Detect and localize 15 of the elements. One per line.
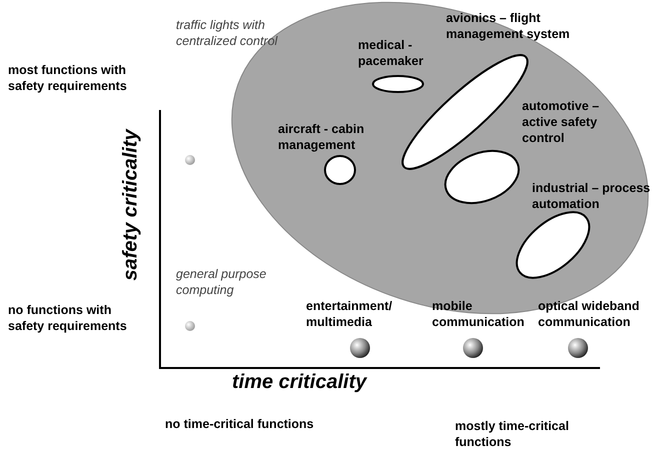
point-label: mobile communication <box>432 298 526 330</box>
region-label: medical - pacemaker <box>358 37 424 69</box>
axis-note: mostly time-critical functions <box>455 418 570 450</box>
region-label: automotive – active safety control <box>522 98 600 146</box>
point-label: entertainment/ multimedia <box>306 298 394 330</box>
axis-note: no time-critical functions <box>165 416 315 432</box>
axis-note: no functions with safety requirements <box>8 302 128 334</box>
point-label: general purpose computing <box>176 266 268 298</box>
region-label: industrial – process automation <box>532 180 652 212</box>
axis-note: most functions with safety requirements <box>8 62 128 94</box>
axis-title: time criticality <box>232 370 367 394</box>
region-label: aircraft - cabin management <box>278 121 366 153</box>
region-label: avionics – flight management system <box>446 10 571 42</box>
axis-title: safety criticality <box>118 129 143 281</box>
point-label: optical wideband communication <box>538 298 640 330</box>
